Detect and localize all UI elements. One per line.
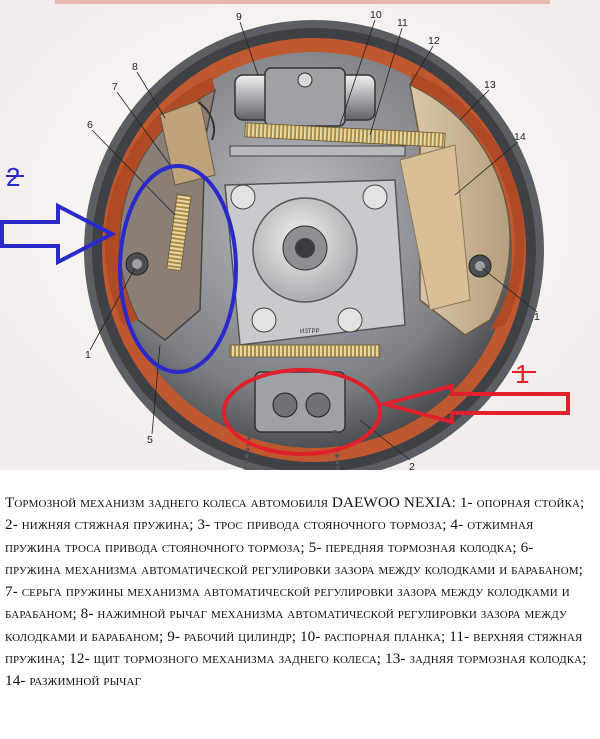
part-number-5: 5	[147, 434, 153, 446]
blue-arrow	[0, 202, 117, 266]
lower-anchor-block	[254, 371, 346, 433]
part-number-10: 10	[370, 9, 382, 21]
red-marker-number: 1	[515, 359, 529, 389]
upper-tension-spring	[244, 122, 446, 148]
adjuster-spring	[166, 193, 192, 272]
red-arrow	[377, 383, 570, 425]
spring-link	[197, 101, 216, 141]
part-number-1-left: 1	[85, 349, 91, 361]
bleeder-valve	[297, 72, 313, 88]
hub-bolt	[337, 307, 363, 333]
pressure-lever	[159, 99, 216, 186]
part-number-14: 14	[514, 131, 526, 143]
part-number-2: 2	[409, 461, 415, 470]
part-number-9: 9	[236, 11, 242, 23]
anchor-bolt-right	[305, 392, 331, 418]
brake-mechanism-diagram: ИЗТРР 9 10 11 12 13 14 1 8 7 6 1 5 2	[0, 0, 600, 470]
part-number-6: 6	[87, 119, 93, 131]
red-highlight-ellipse	[222, 368, 382, 456]
rear-shoe-lining	[410, 72, 525, 330]
front-shoe-lining	[104, 77, 215, 325]
part-number-11: 11	[397, 17, 408, 29]
lower-tension-spring	[229, 344, 381, 358]
part-number-13: 13	[484, 79, 496, 91]
spacer-bar	[229, 145, 406, 157]
hub-bolt	[362, 184, 388, 210]
hub-stamp: ИЗТРР	[300, 329, 319, 335]
figure-caption: Тормозной механизм заднего колеса автомо…	[5, 494, 587, 690]
support-pin-left-head	[132, 259, 142, 269]
top-border	[55, 0, 550, 4]
part-number-1-right: 1	[534, 311, 540, 323]
hub-bolt	[230, 184, 256, 210]
blue-highlight-ellipse	[118, 164, 238, 374]
part-number-12: 12	[428, 35, 440, 47]
part-number-7: 7	[112, 81, 118, 93]
hub-bolt	[251, 307, 277, 333]
part-number-8: 8	[132, 61, 138, 73]
axle-bore	[295, 238, 315, 258]
anchor-bolt-left	[272, 392, 298, 418]
leader-lines	[89, 19, 538, 461]
expander-lever	[399, 144, 471, 311]
